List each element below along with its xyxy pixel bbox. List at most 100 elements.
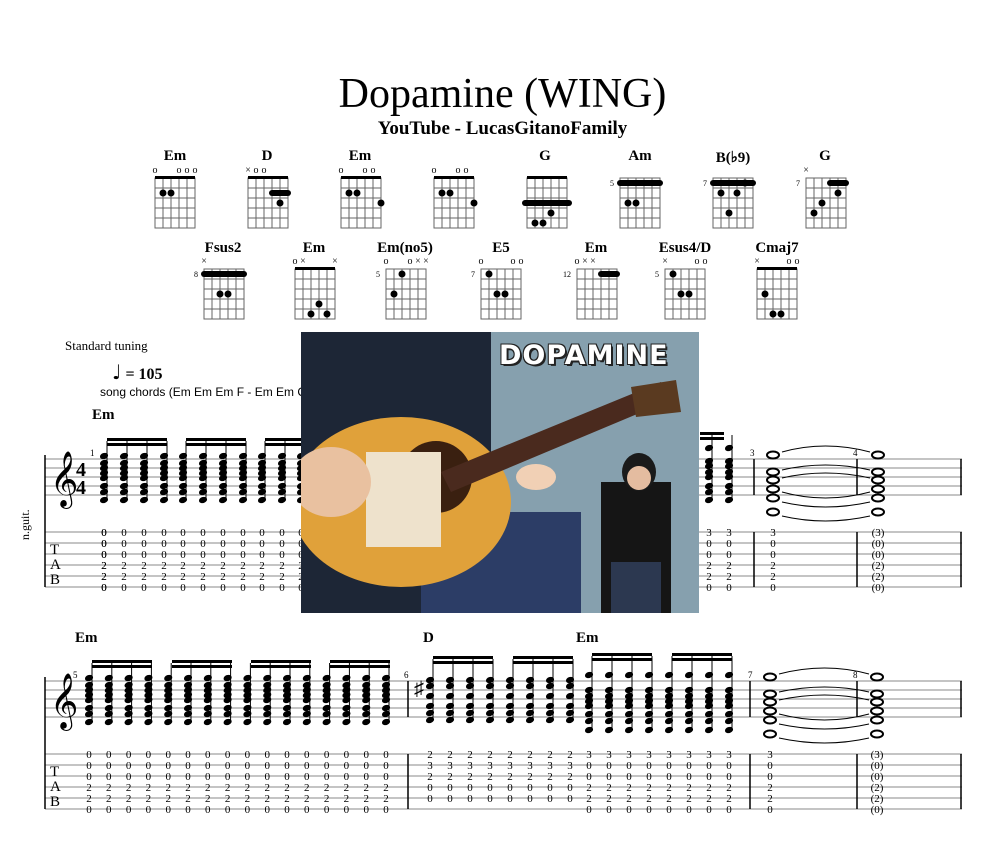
svg-text:0: 0 <box>101 582 107 594</box>
chord-grid-cmaj7: × o o <box>754 256 800 320</box>
svg-text:(0): (0) <box>871 771 884 783</box>
svg-text:2: 2 <box>240 571 246 583</box>
svg-text:0: 0 <box>264 771 270 783</box>
svg-text:0: 0 <box>706 549 712 561</box>
svg-text:3: 3 <box>767 749 773 761</box>
tuning-label: Standard tuning <box>65 338 148 353</box>
svg-text:0: 0 <box>527 793 533 805</box>
svg-text:×: × <box>332 256 338 267</box>
svg-text:0: 0 <box>304 804 310 816</box>
svg-text:0: 0 <box>626 760 632 772</box>
svg-text:2: 2 <box>180 560 186 572</box>
svg-text:2: 2 <box>344 782 350 794</box>
svg-text:2: 2 <box>86 793 92 805</box>
svg-text:×: × <box>590 256 596 267</box>
svg-text:2: 2 <box>279 560 285 572</box>
svg-text:0: 0 <box>146 749 152 761</box>
svg-text:0: 0 <box>726 549 732 561</box>
svg-text:0: 0 <box>220 582 226 594</box>
svg-text:o: o <box>254 165 259 176</box>
svg-text:0: 0 <box>141 538 147 550</box>
svg-text:2: 2 <box>527 749 533 761</box>
svg-text:2: 2 <box>324 782 330 794</box>
svg-text:12: 12 <box>563 270 571 279</box>
svg-text:o: o <box>185 165 190 176</box>
svg-text:0: 0 <box>304 760 310 772</box>
svg-text:0: 0 <box>205 760 211 772</box>
svg-text:0: 0 <box>363 804 369 816</box>
svg-text:0: 0 <box>200 549 206 561</box>
svg-text:0: 0 <box>264 804 270 816</box>
svg-text:0: 0 <box>606 760 612 772</box>
svg-text:0: 0 <box>146 771 152 783</box>
svg-text:0: 0 <box>161 527 167 539</box>
svg-text:0: 0 <box>447 793 453 805</box>
svg-text:3: 3 <box>770 527 776 539</box>
svg-text:o: o <box>511 256 516 267</box>
svg-text:0: 0 <box>220 527 226 539</box>
svg-text:(2): (2) <box>871 782 884 794</box>
svg-text:0: 0 <box>726 804 732 816</box>
svg-text:0: 0 <box>324 771 330 783</box>
svg-text:0: 0 <box>363 749 369 761</box>
svg-text:0: 0 <box>200 527 206 539</box>
svg-text:0: 0 <box>240 538 246 550</box>
svg-text:2: 2 <box>180 571 186 583</box>
svg-text:2: 2 <box>606 793 612 805</box>
svg-text:2: 2 <box>586 793 592 805</box>
svg-text:2: 2 <box>467 771 473 783</box>
svg-text:3: 3 <box>626 749 632 761</box>
svg-text:0: 0 <box>101 538 107 550</box>
svg-text:0: 0 <box>646 760 652 772</box>
svg-text:0: 0 <box>344 771 350 783</box>
svg-text:0: 0 <box>259 549 265 561</box>
svg-text:2: 2 <box>726 560 732 572</box>
svg-text:2: 2 <box>101 571 107 583</box>
svg-text:0: 0 <box>106 771 112 783</box>
chord-name: G <box>539 148 551 164</box>
section-chord-label: D <box>423 630 434 646</box>
svg-text:0: 0 <box>141 582 147 594</box>
chord-name: Em <box>348 148 372 164</box>
svg-text:0: 0 <box>240 549 246 561</box>
chord-name: Em <box>163 148 187 164</box>
chord-name: E5 <box>492 240 510 256</box>
svg-text:2: 2 <box>507 771 513 783</box>
svg-text:2: 2 <box>606 782 612 794</box>
svg-text:o: o <box>408 256 413 267</box>
svg-text:0: 0 <box>245 749 251 761</box>
svg-text:0: 0 <box>106 760 112 772</box>
chord-name: Am <box>628 148 652 164</box>
svg-text:0: 0 <box>586 771 592 783</box>
chord-name: Cmaj7 <box>755 240 799 256</box>
svg-text:0: 0 <box>264 760 270 772</box>
svg-text:𝄞: 𝄞 <box>50 674 78 731</box>
svg-text:0: 0 <box>706 760 712 772</box>
svg-text:0: 0 <box>205 771 211 783</box>
svg-text:0: 0 <box>185 771 191 783</box>
video-thumbnail[interactable]: DOPAMINE <box>301 332 699 613</box>
svg-text:o: o <box>339 165 344 176</box>
chord-grid-unnamed: o o o <box>432 165 478 229</box>
section-chord-label: Em <box>576 630 599 646</box>
tempo-marking: ♩ = 105 <box>112 360 163 384</box>
svg-text:2: 2 <box>165 793 171 805</box>
svg-text:0: 0 <box>126 804 132 816</box>
svg-text:5: 5 <box>376 270 380 279</box>
quarter-note-icon: ♩ <box>112 360 122 384</box>
svg-text:0: 0 <box>101 527 107 539</box>
svg-text:2: 2 <box>141 560 147 572</box>
svg-text:0: 0 <box>726 771 732 783</box>
chord-grid-g-2: 7 × <box>796 165 849 229</box>
svg-text:0: 0 <box>225 760 231 772</box>
svg-text:0: 0 <box>264 749 270 761</box>
svg-text:0: 0 <box>279 527 285 539</box>
svg-text:0: 0 <box>284 749 290 761</box>
svg-text:2: 2 <box>225 782 231 794</box>
svg-text:0: 0 <box>141 549 147 561</box>
svg-text:0: 0 <box>185 760 191 772</box>
chord-grid-am: 5 <box>610 177 663 229</box>
svg-text:(0): (0) <box>872 538 885 550</box>
svg-text:0: 0 <box>567 782 573 794</box>
svg-text:0: 0 <box>606 804 612 816</box>
